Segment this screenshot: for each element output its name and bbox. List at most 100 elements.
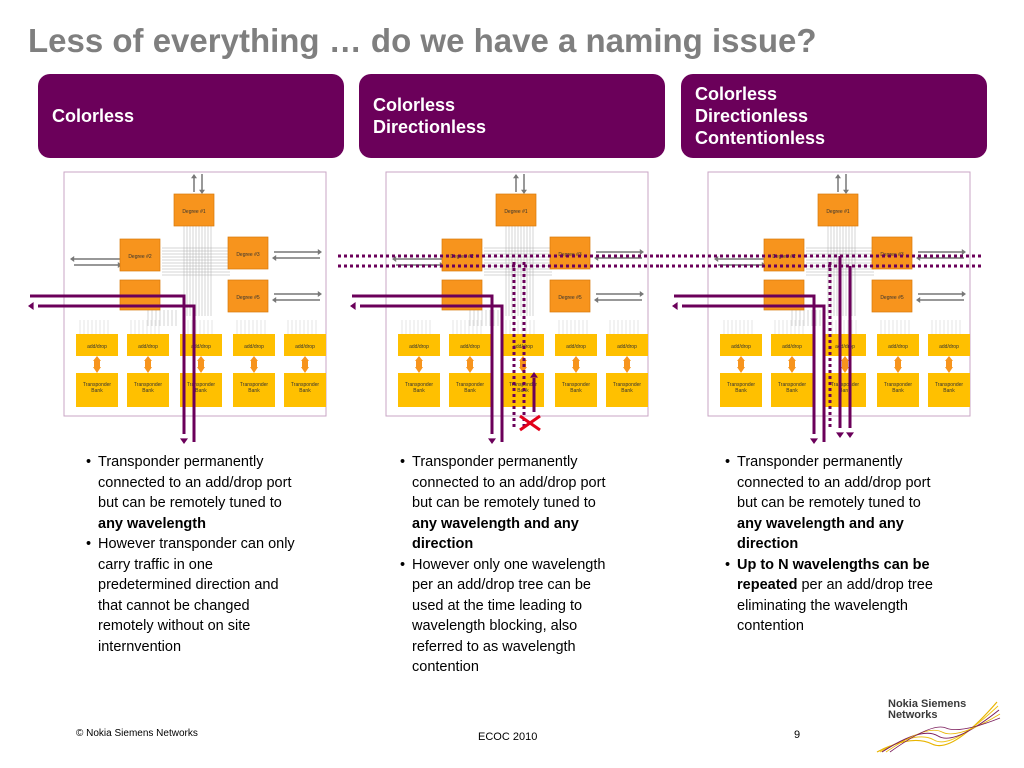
transponder-bank-box (233, 373, 275, 407)
degree2-box (119, 238, 161, 272)
degree-label: Degree #3 (558, 252, 582, 258)
arrow-shaft (251, 361, 257, 367)
add-drop-box (928, 334, 970, 356)
degree-label: Degree #5 (558, 295, 582, 301)
add-drop-label: add/drop (566, 344, 586, 350)
degree-label: Degree #1 (826, 209, 850, 215)
bullet-list-directionless: Transponder permanently connected to an … (400, 452, 620, 678)
add-drop-box (398, 334, 440, 356)
arrow-down-icon (945, 367, 953, 373)
header-label: Colorless (52, 106, 135, 126)
arrow-up-icon (737, 356, 745, 361)
degree-label: Degree #5 (880, 295, 904, 301)
arrow-head-icon (530, 372, 538, 378)
transponder-bank-box (555, 373, 597, 407)
slide-title: Less of everything … do we have a naming… (28, 22, 817, 59)
add-drop-box (555, 334, 597, 356)
arrow-down-icon (841, 367, 849, 373)
add-drop-label: add/drop (138, 344, 158, 350)
transponder-bank-box (180, 373, 222, 407)
arrow-up-icon (841, 356, 849, 361)
transponder-bank-box (771, 373, 813, 407)
fiber-mesh (147, 226, 230, 326)
transponder-bank-box (398, 373, 440, 407)
add-drop-box (284, 334, 326, 356)
add-drop-box (720, 334, 762, 356)
arrow-head-icon (350, 302, 356, 310)
add-drop-label: add/drop (835, 344, 855, 350)
arrow-shaft (738, 361, 744, 367)
add-drop-box (502, 334, 544, 356)
arrow-down-icon (737, 367, 745, 373)
add-drop-label: add/drop (782, 344, 802, 350)
arrow-down-icon (894, 367, 902, 373)
arrow-head-icon (272, 255, 277, 261)
arrow-head-icon (961, 291, 966, 297)
header-colorless-directionless-contentionless: Colorless Directionless Contentionless (681, 74, 987, 158)
degree-label: Degree #3 (236, 252, 260, 258)
arrow-head-icon (639, 249, 644, 255)
degree5-box (227, 279, 269, 313)
degree5-box (871, 279, 913, 313)
add-drop-label: add/drop (87, 344, 107, 350)
add-drop-label: add/drop (939, 344, 959, 350)
degree-label: Degree #5 (236, 295, 260, 301)
add-drop-box (877, 334, 919, 356)
event-text: ECOC 2010 (478, 731, 538, 743)
arrow-head-icon (639, 291, 644, 297)
arrow-shaft (416, 361, 422, 367)
arrow-down-icon (788, 367, 796, 373)
arrow-down-icon (197, 367, 205, 373)
degree1-box (173, 193, 215, 227)
add-drop-box (76, 334, 118, 356)
arrow-shaft (624, 361, 630, 367)
arrow-head-icon (961, 249, 966, 255)
purple-path-out (352, 294, 494, 434)
bullet-text: Transponder permanently connected to an … (98, 454, 292, 511)
purple-paths (28, 294, 196, 444)
purple-path-in (38, 304, 196, 442)
arrow-shaft (198, 361, 204, 367)
purple-path-out (674, 294, 816, 434)
header-label: Colorless Directionless Contentionless (695, 84, 826, 148)
transponder-bank-box (127, 373, 169, 407)
arrow-head-icon (594, 297, 599, 303)
degree-label: Degree #3 (880, 252, 904, 258)
add-drop-label: add/drop (460, 344, 480, 350)
x-stroke (519, 414, 541, 432)
bullet-item: Transponder permanently connected to an … (725, 452, 945, 555)
header-colorless-directionless: Colorless Directionless (359, 74, 665, 158)
arrow-head-icon (714, 256, 719, 262)
purple-path-in (682, 304, 826, 442)
arrow-shaft (573, 361, 579, 367)
bullet-emphasis: Up to N wavelengths can be repeated (737, 556, 930, 594)
bullet-text: per an add/drop tree eliminating the wav… (737, 577, 933, 634)
arrow-head-icon (836, 432, 844, 438)
arrow-down-icon (623, 367, 631, 373)
add-drop-label: add/drop (409, 344, 429, 350)
degree5-box (549, 279, 591, 313)
degree-label: Degree #2 (772, 254, 796, 260)
arrow-head-icon (191, 174, 197, 179)
bullet-text: However only one wavelength per an add/d… (412, 556, 606, 676)
degree3-box (549, 236, 591, 270)
purple-path-in (360, 304, 504, 442)
arrow-head-icon (392, 256, 397, 262)
bullet-text: However transponder can only carry traff… (98, 536, 295, 655)
purple-path-out (30, 294, 186, 434)
add-drop-label: add/drop (191, 344, 211, 350)
bullet-list-colorless: Transponder permanently connected to an … (86, 452, 306, 657)
add-drop-label: add/drop (617, 344, 637, 350)
